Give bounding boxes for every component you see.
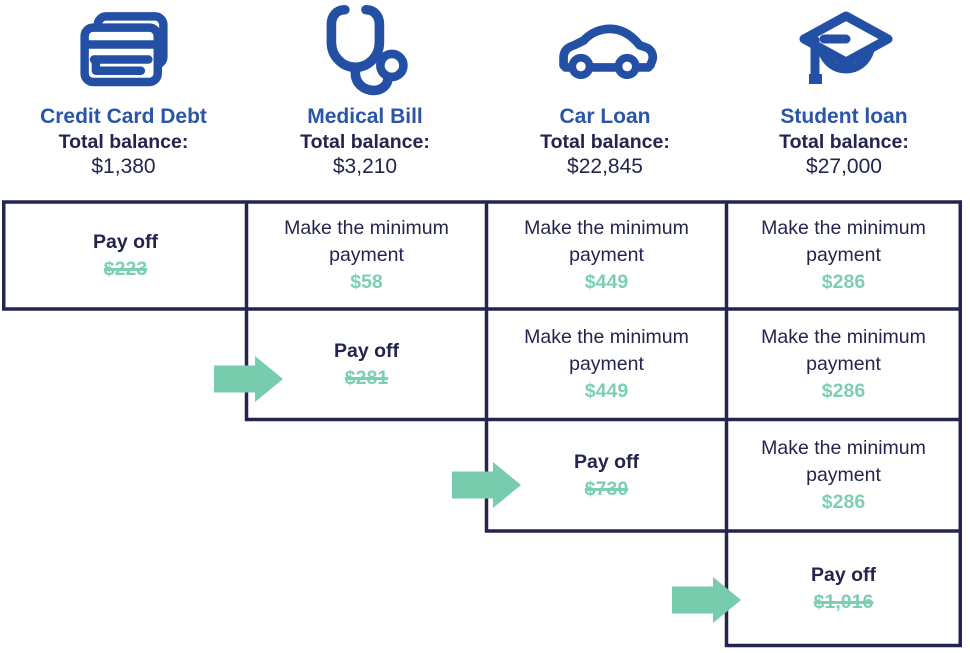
debt-column-credit-card: Credit Card Debt Total balance: $1,380 <box>2 0 245 198</box>
graduation-cap-icon <box>725 0 963 104</box>
cell-step1-car-loan: Make the minimum payment $449 <box>488 204 725 307</box>
cell-amount: $449 <box>584 380 629 402</box>
cell-amount: $281 <box>344 366 389 389</box>
balance-value: $27,000 <box>806 155 882 178</box>
cell-step2-car-loan: Make the minimum payment $449 <box>488 311 725 418</box>
cell-step2-medical-bill: Pay off $281 <box>248 311 485 418</box>
cell-action: Make the minimum payment <box>524 217 689 266</box>
debt-column-car-loan: Car Loan Total balance: $22,845 <box>485 0 725 198</box>
balance-label: Total balance: <box>58 131 189 153</box>
balance-value: $3,210 <box>332 155 398 178</box>
cell-action: Make the minimum payment <box>761 217 926 266</box>
debt-title: Credit Card Debt <box>40 105 207 128</box>
cell-action: Make the minimum payment <box>284 217 449 266</box>
debt-title: Car Loan <box>559 105 651 128</box>
cell-amount: $1,016 <box>813 590 874 613</box>
cell-step2-student-loan: Make the minimum payment $286 <box>728 311 959 418</box>
arrow-right-icon <box>672 577 741 623</box>
arrow-right-icon <box>214 356 283 402</box>
cell-amount: $223 <box>103 257 148 280</box>
stethoscope-icon <box>245 0 485 104</box>
cell-amount: $286 <box>821 271 866 293</box>
debt-column-student-loan: Student loan Total balance: $27,000 <box>725 0 963 198</box>
cell-action: Pay off <box>573 450 639 473</box>
cell-amount: $449 <box>584 271 629 293</box>
balance-label: Total balance: <box>300 131 430 153</box>
cell-amount: $730 <box>584 477 629 500</box>
cell-action: Make the minimum payment <box>524 326 689 375</box>
debt-title: Medical Bill <box>307 105 423 128</box>
cell-step1-medical-bill: Make the minimum payment $58 <box>248 204 485 307</box>
balance-value: $22,845 <box>567 155 643 178</box>
cell-amount: $286 <box>821 380 866 402</box>
cell-step1-credit-card: Pay off $223 <box>6 204 245 307</box>
cell-step4-student-loan: Pay off $1,016 <box>728 533 959 644</box>
cell-action: Pay off <box>810 563 876 586</box>
balance-value: $1,380 <box>91 155 156 178</box>
cell-action: Make the minimum payment <box>761 326 926 375</box>
cell-amount: $58 <box>350 271 383 293</box>
cell-step3-car-loan: Pay off $730 <box>488 422 725 529</box>
balance-label: Total balance: <box>779 131 909 153</box>
debt-title: Student loan <box>780 105 908 128</box>
debt-column-medical-bill: Medical Bill Total balance: $3,210 <box>245 0 485 198</box>
cell-action: Pay off <box>333 339 399 362</box>
credit-card-icon <box>2 0 245 104</box>
cell-step1-student-loan: Make the minimum payment $286 <box>728 204 959 307</box>
cell-action: Make the minimum payment <box>761 437 926 486</box>
cell-amount: $286 <box>821 491 866 513</box>
car-icon <box>485 0 725 104</box>
arrow-right-icon <box>452 462 521 508</box>
grid-lines <box>2 200 962 648</box>
cell-action: Pay off <box>92 230 158 253</box>
cell-step3-student-loan: Make the minimum payment $286 <box>728 422 959 529</box>
balance-label: Total balance: <box>540 131 670 153</box>
